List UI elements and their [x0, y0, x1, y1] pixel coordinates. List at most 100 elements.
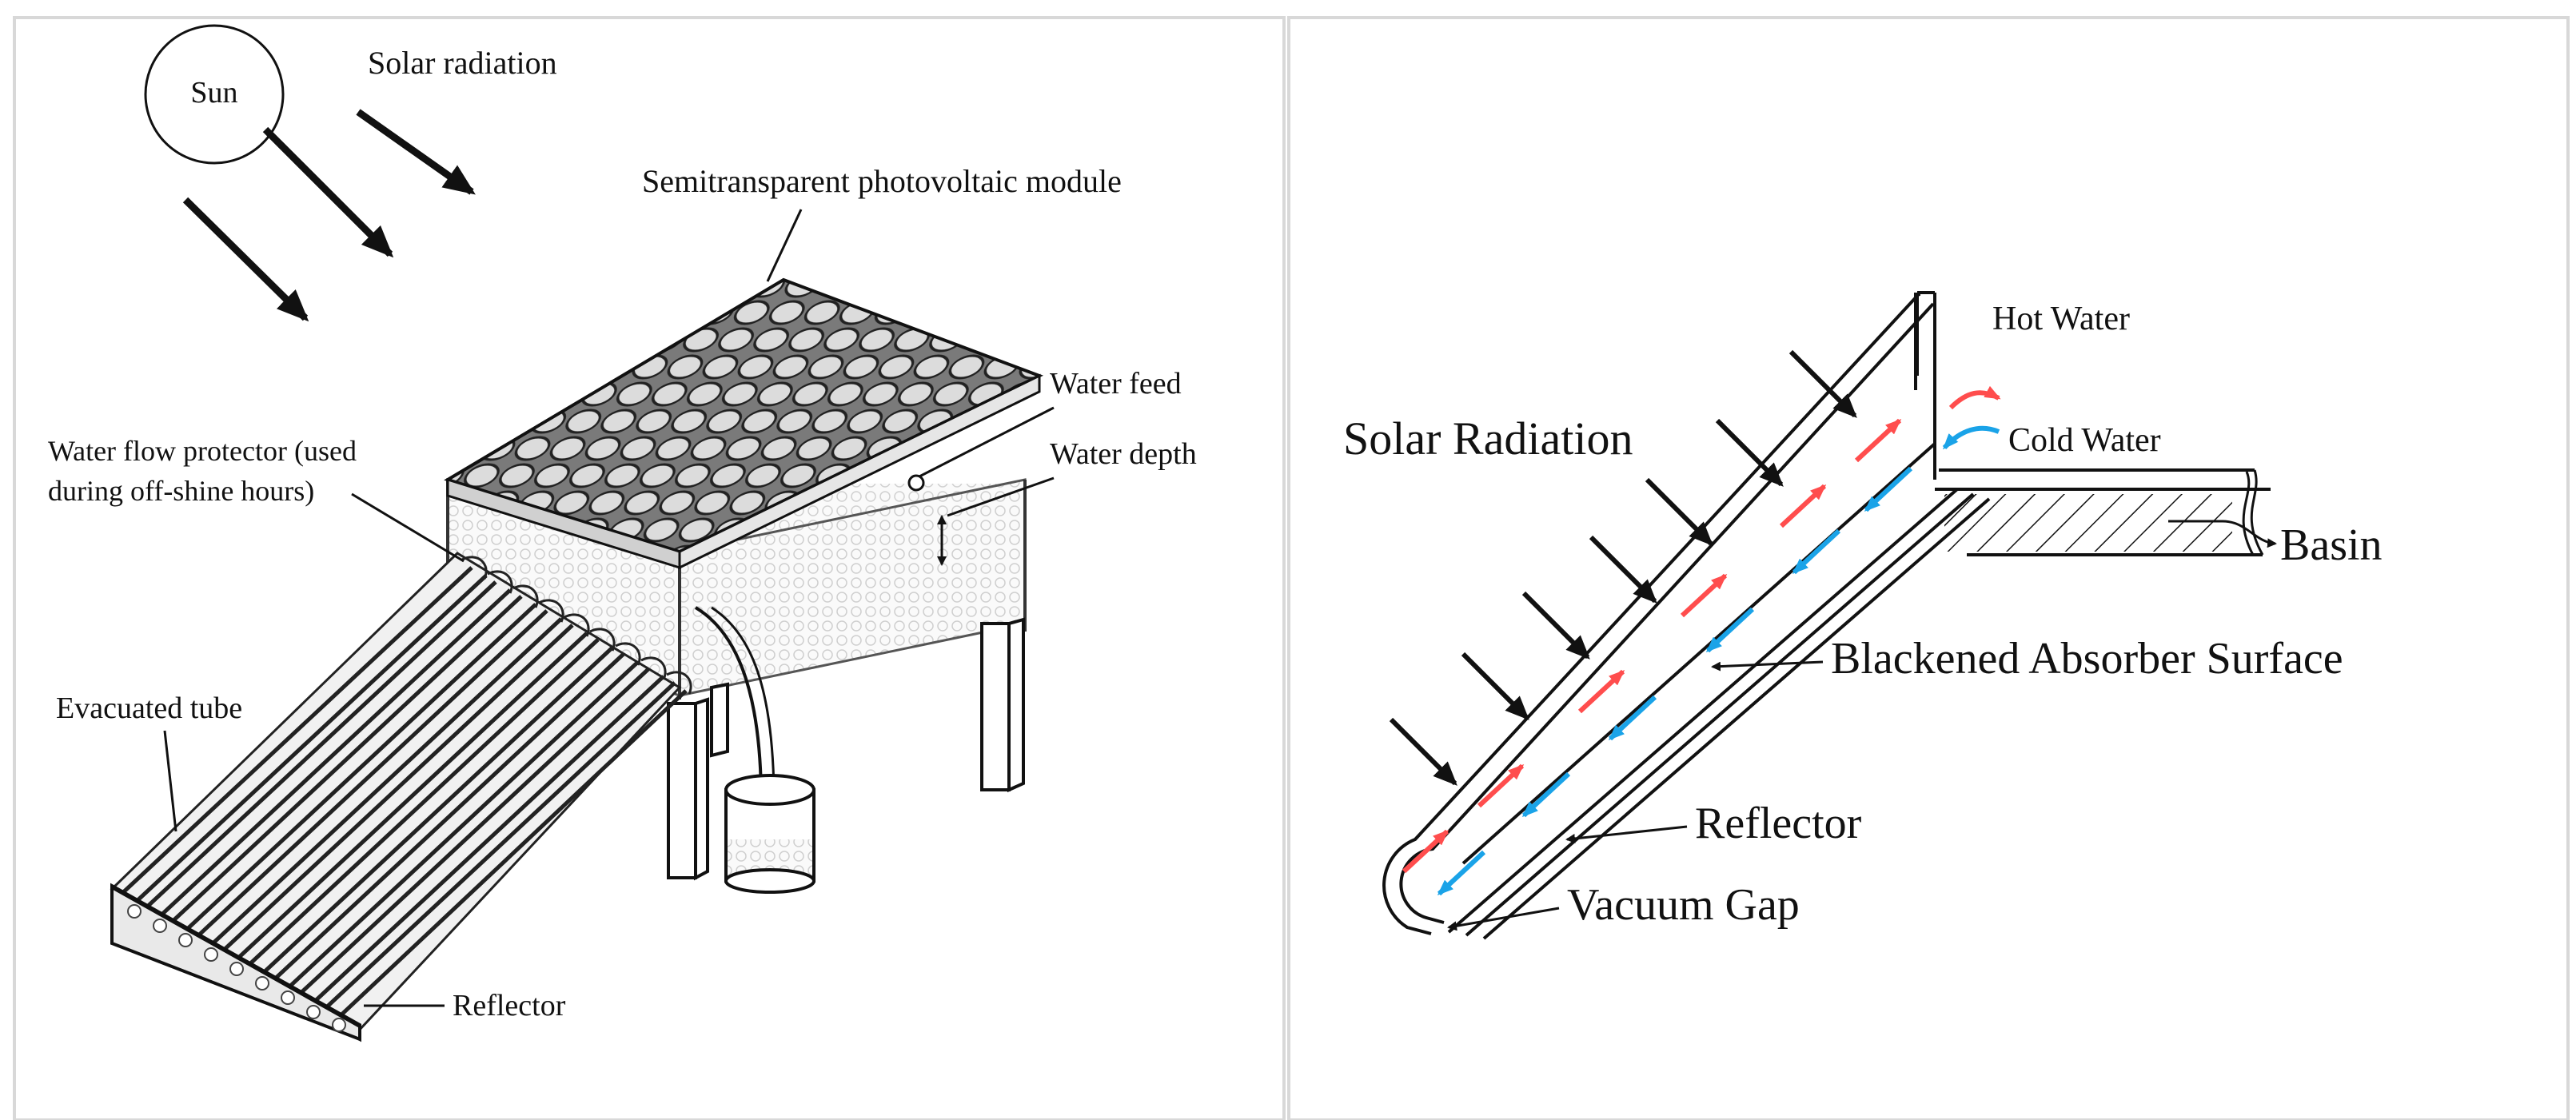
cold-flow-arrows	[1437, 425, 2000, 896]
tube-loop	[538, 599, 564, 623]
leg	[667, 702, 697, 879]
tube	[168, 595, 523, 926]
flow-protector-pointer	[351, 492, 465, 563]
tube-inner	[133, 574, 488, 905]
cold-flow-arrow	[1437, 850, 1486, 896]
tube-cap	[178, 933, 193, 947]
tube	[142, 580, 497, 911]
tube	[296, 667, 651, 998]
radiation-arrow	[1461, 652, 1529, 720]
hot-flow-arrow	[1577, 669, 1625, 714]
reflector-label: Reflector	[453, 989, 566, 1022]
absorber-label: Blackened Absorber Surface	[1831, 634, 2343, 684]
stand-legs	[667, 617, 1025, 881]
pv-module-pointer	[766, 209, 803, 282]
basin-hatch	[1944, 494, 2232, 552]
radiation-arrow	[1788, 349, 1857, 418]
radiation-arrow	[1715, 418, 1784, 487]
radiation-arrow	[356, 109, 476, 195]
tube-loop	[640, 656, 667, 680]
cold-flow-arrow	[1521, 771, 1571, 818]
cold-flow-inlet-arrow	[1942, 425, 2000, 450]
hot-flow-arrow	[1402, 829, 1449, 874]
hot-water-label: Hot Water	[1992, 301, 2130, 337]
hot-flow-arrow	[1477, 763, 1525, 808]
tube-inner	[285, 660, 640, 991]
water-depth-pointer	[947, 476, 1055, 517]
sun-circle	[144, 24, 285, 165]
left-panel: Sun Solar radiation Semitransparent phot…	[48, 24, 1197, 1042]
flow-protector-label-line2: during off-shine hours)	[48, 475, 314, 507]
cold-flow-arrow	[1864, 466, 1913, 512]
leg	[694, 697, 709, 881]
tube-inner	[310, 675, 665, 1006]
basin-label: Basin	[2280, 520, 2383, 570]
cold-flow-arrow	[1792, 528, 1841, 575]
tube-cap	[255, 976, 269, 990]
radiation-arrow	[1389, 717, 1457, 786]
hot-flow-arrows	[1402, 385, 2001, 874]
inner-wall	[1447, 488, 1959, 934]
tube-cap	[229, 962, 244, 976]
pv-module-label: Semitransparent photovoltaic module	[642, 163, 1122, 199]
radiation-arrow	[262, 126, 394, 258]
hot-flow-outlet-arrow	[1948, 385, 2001, 410]
cold-flow-arrow	[1705, 607, 1755, 653]
tube-inner	[259, 646, 614, 977]
hot-flow-arrow	[1779, 484, 1827, 528]
inner-wall	[1465, 492, 1975, 937]
evacuated-tubes	[118, 566, 688, 1020]
water-feed-label: Water feed	[1050, 367, 1182, 401]
tube-inner	[182, 603, 537, 934]
tube-inner	[233, 632, 588, 963]
bottle-top	[724, 774, 815, 806]
water-feed-inlet	[907, 474, 925, 492]
solar-radiation-arrows	[182, 109, 476, 322]
distillate-hose-inner	[711, 606, 776, 792]
reflector-right-label: Reflector	[1695, 799, 1862, 848]
pv-module-edge-side	[678, 373, 1041, 570]
right-solar-radiation-label: Solar Radiation	[1343, 413, 1633, 464]
tube-cap	[127, 904, 142, 919]
tube-end-caps	[127, 904, 346, 1032]
solar-radiation-label: Solar radiation	[368, 45, 557, 81]
sun-label: Sun	[190, 76, 237, 110]
evacuated-u-tube	[1382, 293, 1991, 940]
radiation-arrow	[182, 197, 309, 322]
tube	[193, 609, 548, 940]
cold-water-label: Cold Water	[2008, 422, 2161, 459]
tube-cap	[332, 1018, 346, 1032]
distillate-hose	[694, 606, 763, 792]
water-feed-pointer	[919, 406, 1055, 478]
absorber-pointer	[1711, 660, 1824, 672]
basin-break	[2250, 469, 2264, 556]
radiation-arrow	[1521, 591, 1590, 660]
tube-inner	[336, 689, 688, 1020]
evacuated-tube-collector	[110, 552, 692, 1042]
tube	[270, 652, 625, 983]
flow-protector-label-line1: Water flow protector (used	[48, 435, 357, 467]
tube-loop	[487, 570, 513, 594]
tube-loop	[615, 642, 641, 666]
evacuated-tube-pointer	[163, 730, 177, 832]
tube	[321, 681, 676, 1012]
right-panel-border	[1287, 16, 2570, 1120]
inner-wall	[1482, 497, 1991, 940]
absorber-inner	[1461, 442, 1936, 865]
tube-inner	[208, 617, 563, 948]
leg	[1007, 617, 1025, 793]
radiation-arrow	[1589, 535, 1657, 604]
tube-cap	[281, 990, 295, 1005]
evacuated-tube-label: Evacuated tube	[56, 692, 242, 725]
tube-loop	[461, 556, 488, 580]
distillate-bottle	[724, 774, 815, 894]
tube-loop	[666, 671, 692, 695]
tube-end-loops	[461, 556, 692, 695]
tube-loop	[589, 628, 616, 652]
basin-break-2	[2242, 471, 2255, 556]
water-depth-label: Water depth	[1050, 437, 1197, 471]
hot-flow-arrow	[1680, 573, 1728, 618]
bottle-bottom	[724, 868, 815, 894]
leg	[980, 622, 1011, 791]
